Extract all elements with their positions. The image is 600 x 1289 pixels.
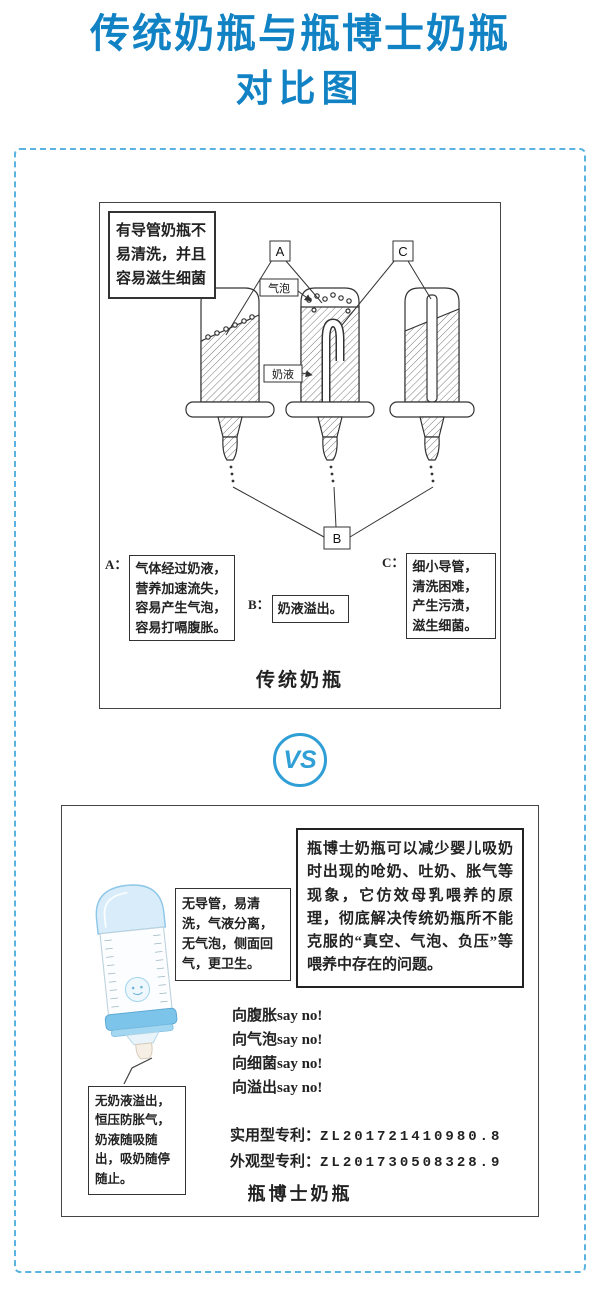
patent-label: 外观型专利： xyxy=(230,1153,321,1170)
label-c: C xyxy=(398,244,407,259)
note-pointer-line xyxy=(123,1057,153,1085)
annotation-c: C： 细小导管，清洗困难，产生污渍，滋生细菌。 xyxy=(382,553,496,639)
traditional-caption: 传统奶瓶 xyxy=(255,670,344,691)
page-title: 传统奶瓶与瓶博士奶瓶 对比图 xyxy=(0,14,600,107)
bottle-c-drawing xyxy=(389,287,475,461)
doctor-top-note: 无导管，易清洗，气液分离，无气泡，侧面回气，更卫生。 xyxy=(175,888,291,981)
annotation-a: A： 气体经过奶液，营养加速流失，容易产生气泡，容易打嗝腹胀。 xyxy=(105,555,235,641)
label-bubble: 气泡 xyxy=(268,281,290,295)
bottle-body xyxy=(99,926,173,1016)
bottle-cap-dome xyxy=(95,884,167,935)
traditional-section: A C B 气泡 奶液 有导管奶瓶不易清洗，并且容易滋生细菌 A： 气体经过奶液… xyxy=(99,202,501,709)
label-milk: 奶液 xyxy=(272,367,294,381)
bottle-collar xyxy=(104,1007,178,1037)
annotation-b-prefix: B： xyxy=(248,597,270,612)
say-no-item: 向腹胀say no! xyxy=(232,1008,323,1024)
title-line-2: 对比图 xyxy=(235,68,365,109)
patent-list: 实用型专利：ZL201721410980.8 外观型专利：ZL201730508… xyxy=(230,1124,502,1176)
title-line-1: 传统奶瓶与瓶博士奶瓶 xyxy=(90,12,510,56)
label-b: B xyxy=(333,531,342,546)
annotation-a-text: 气体经过奶液，营养加速流失，容易产生气泡，容易打嗝腹胀。 xyxy=(129,555,235,641)
vs-badge: VS xyxy=(273,733,327,787)
milk-drips xyxy=(229,465,435,483)
bottle-nipple xyxy=(125,1031,160,1060)
doctor-bottom-note: 无奶液溢出，恒压防胀气，奶液随吸随出，吸奶随停随止。 xyxy=(88,1086,186,1195)
say-no-item: 向气泡say no! xyxy=(232,1032,323,1048)
annotation-a-prefix: A： xyxy=(105,557,128,572)
connector-lines xyxy=(225,259,434,538)
annotation-c-prefix: C： xyxy=(382,555,405,570)
baby-face-logo xyxy=(124,976,151,1003)
label-a: A xyxy=(276,244,285,259)
patent-line: 外观型专利：ZL201730508328.9 xyxy=(230,1150,502,1176)
say-no-item: 向细菌say no! xyxy=(232,1056,323,1072)
doctor-section: 无导管，易清洗，气液分离，无气泡，侧面回气，更卫生。 瓶博士奶瓶可以减少婴儿吸奶… xyxy=(61,805,539,1217)
patent-label: 实用型专利： xyxy=(230,1128,321,1144)
bottle-b-drawing xyxy=(285,287,375,461)
bottle-a-drawing xyxy=(185,287,275,461)
say-no-item: 向溢出say no! xyxy=(232,1080,323,1096)
patent-number: ZL201721410980.8 xyxy=(320,1129,503,1145)
doctor-caption: 瓶博士奶瓶 xyxy=(247,1184,353,1204)
annotation-c-text: 细小导管，清洗困难，产生污渍，滋生细菌。 xyxy=(406,553,496,639)
diagram-labels: A C B 气泡 奶液 xyxy=(259,240,414,550)
traditional-bottles-diagram: A C B 气泡 奶液 xyxy=(185,240,475,550)
doctor-bottle-illustration xyxy=(95,884,178,1060)
traditional-note-box: 有导管奶瓶不易清洗，并且容易滋生细菌 xyxy=(108,211,216,299)
patent-number: ZL201730508328.9 xyxy=(320,1154,503,1171)
patent-line: 实用型专利：ZL201721410980.8 xyxy=(230,1124,502,1150)
doctor-paragraph: 瓶博士奶瓶可以减少婴儿吸奶时出现的呛奶、吐奶、胀气等现象，它仿效母乳喂养的原理，… xyxy=(296,828,524,988)
say-no-list: 向腹胀say no! 向气泡say no! 向细菌say no! 向溢出say … xyxy=(232,1004,322,1100)
annotation-b: B： 奶液溢出。 xyxy=(248,595,349,623)
scale-ticks xyxy=(104,934,168,1008)
annotation-b-text: 奶液溢出。 xyxy=(271,595,349,623)
comparison-panel: A C B 气泡 奶液 有导管奶瓶不易清洗，并且容易滋生细菌 A： 气体经过奶液… xyxy=(14,148,586,1273)
